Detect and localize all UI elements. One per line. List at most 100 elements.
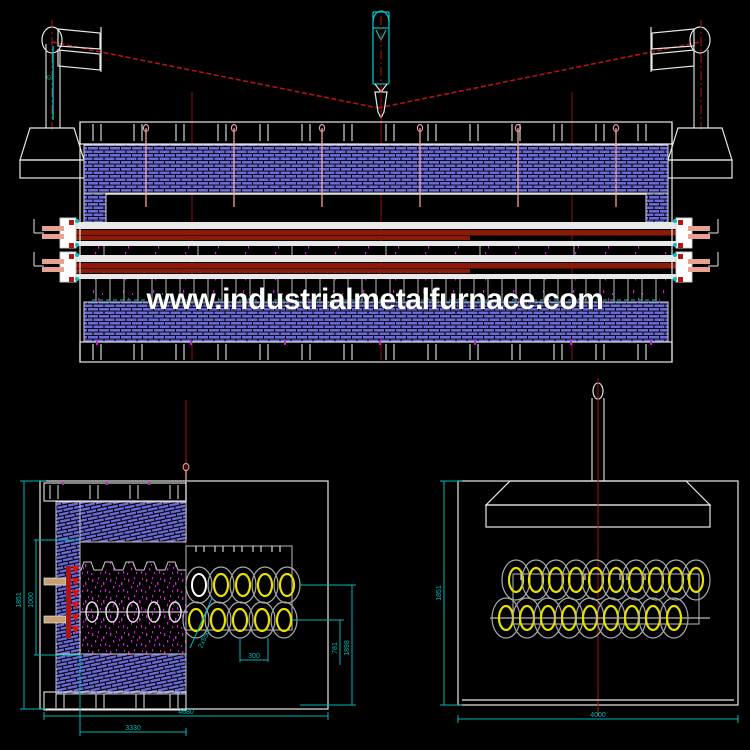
upper-brick-fill <box>84 145 668 193</box>
charge-probe-tip <box>374 91 388 120</box>
crane-right-assembly[interactable] <box>650 20 733 179</box>
burner-right-lower-pipe-a <box>688 259 710 264</box>
right-tube-row-2 <box>490 597 710 639</box>
left-burner-manifold <box>66 566 71 638</box>
dim-label-781: 781 <box>332 642 339 654</box>
hanger-rods <box>142 124 620 207</box>
dim-label-4680: 4680 <box>178 709 194 716</box>
left-burner-2-body <box>43 615 67 624</box>
left-top-block-4 <box>169 485 179 499</box>
left-bottom-block-3 <box>135 694 145 708</box>
left-top-block-2 <box>89 485 99 499</box>
left-bottom-block-1 <box>55 694 65 708</box>
burner-header-left[interactable] <box>33 217 79 283</box>
view-plan-right: 1851 4000 <box>436 378 739 723</box>
left-top-block-3 <box>129 485 139 499</box>
dim-label-1000: 1000 <box>28 592 35 608</box>
suspension-cables <box>51 41 701 109</box>
burner-right-upper-pipe-a <box>688 226 710 231</box>
burner-right-port-2-icon <box>673 243 677 247</box>
left-top-block-1 <box>49 485 59 499</box>
burner-left-port-3-icon <box>75 253 79 257</box>
radiant-tube-row-lower[interactable] <box>66 255 686 279</box>
hearth-support-pins <box>95 279 657 301</box>
left-grid-unit-2-4[interactable] <box>248 601 276 639</box>
left-top-anchors <box>62 482 150 485</box>
burner-right-valve-1-icon <box>678 220 683 225</box>
burner-left-upper-pipe-a <box>42 226 64 231</box>
upper-tube-main <box>70 230 682 236</box>
burner-left-upper-flange <box>59 217 77 249</box>
left-view-dimensions <box>20 480 356 736</box>
burner-right-upper-flange <box>675 217 693 249</box>
lower-tube-secondary <box>70 269 470 273</box>
left-grid-unit-2-1[interactable] <box>182 601 210 639</box>
dim-line-2x550 <box>189 597 213 649</box>
left-bottom-block-2 <box>95 694 105 708</box>
view-front-elevation: ∅ <box>19 10 733 363</box>
dim-label-right-1851: 1851 <box>436 585 443 601</box>
burner-right-upper-pipe-b <box>688 234 710 239</box>
left-view-bottom-casing <box>43 691 187 711</box>
upper-tube-secondary <box>70 236 470 240</box>
burner-right-valve-3-icon <box>678 254 683 259</box>
burner-left-valve-4-icon <box>69 277 74 282</box>
dim-label-1851: 1851 <box>16 592 23 608</box>
upper-tube-carrier <box>66 222 686 229</box>
dim-label-1898: 1898 <box>344 640 351 656</box>
left-bottom-brick-fill <box>56 654 186 694</box>
crane-right-beam-upper <box>651 28 695 50</box>
left-view-burners[interactable] <box>43 566 79 638</box>
left-grid-unit-2-2[interactable] <box>204 601 232 639</box>
left-hearth-chamber <box>79 561 187 655</box>
right-view-dimensions <box>440 480 739 723</box>
left-hearth-tube-row[interactable] <box>80 601 188 623</box>
left-top-casing-outline <box>43 482 187 502</box>
lower-brick-fill <box>84 302 668 342</box>
upper-brick-outline <box>83 144 669 194</box>
upper-brick-right-return <box>646 193 668 227</box>
burner-left-port-1-icon <box>75 219 79 223</box>
dim-label-300: 300 <box>248 653 260 660</box>
left-view-outer-frame <box>39 480 329 710</box>
burner-right-port-3-icon <box>673 253 677 257</box>
burner-right-lower-pipe-b <box>688 267 710 272</box>
left-hearth-castable <box>79 561 187 655</box>
left-bottom-casing-outline <box>43 691 187 711</box>
crane-right-pulley-icon <box>689 26 711 54</box>
base-ibeam-group <box>92 344 647 360</box>
burner-header-right[interactable] <box>673 217 719 283</box>
burner-right-valve-4-icon <box>678 277 683 282</box>
lower-tube-lower-rail <box>66 274 686 279</box>
right-tube-1-10[interactable] <box>681 559 711 601</box>
right-tube-2-9[interactable] <box>659 597 689 639</box>
base-anchor-marks <box>96 341 652 345</box>
burner-left-upper-pipe-b <box>42 234 64 239</box>
mid-chamber <box>84 246 668 255</box>
burner-left-lower-pipe-a <box>42 259 64 264</box>
left-bottom-block-4 <box>169 694 179 708</box>
mid-chamber-fill <box>84 246 668 255</box>
burner-left-valve-3-icon <box>69 254 74 259</box>
crane-left-tag: ∅ <box>46 75 53 80</box>
burner-left-valve-2-icon <box>69 243 74 248</box>
lower-tube-carrier <box>66 255 686 262</box>
right-view-stack <box>591 378 605 716</box>
burner-right-port-1-icon <box>673 219 677 223</box>
charge-probe-cap <box>372 10 390 23</box>
mid-chamber-dividers <box>103 246 575 255</box>
hearth-pin-zone <box>84 279 668 301</box>
upper-refractory-lining <box>83 144 669 228</box>
view-cross-section-left: 1851 1000 4680 3330 1898 781 300 2x550 <box>16 400 356 736</box>
radiant-tube-row-upper[interactable] <box>66 222 686 246</box>
left-view-top-casing <box>43 482 187 502</box>
burner-left-lower-pipe-b <box>42 267 64 272</box>
burner-right-valve-2-icon <box>678 243 683 248</box>
dim-label-3330: 3330 <box>125 725 141 732</box>
dim-label-right-4000: 4000 <box>590 712 606 719</box>
burner-right-port-4-icon <box>673 277 677 281</box>
crane-left-beam-upper <box>57 28 101 50</box>
right-view-dimension-labels: 1851 4000 <box>436 585 606 719</box>
